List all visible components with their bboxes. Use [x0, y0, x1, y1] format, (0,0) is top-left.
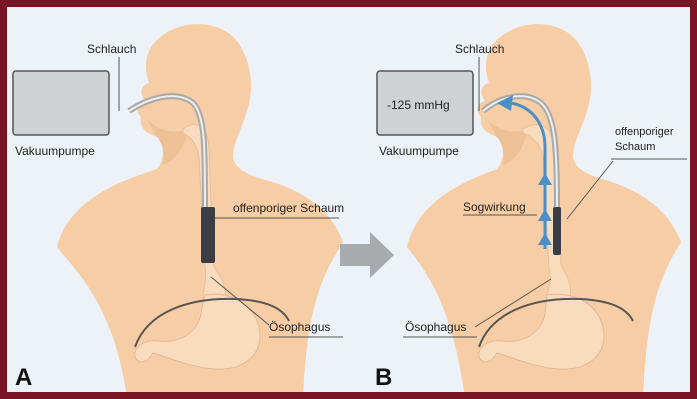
tube-label: Schlauch: [87, 42, 136, 56]
vacuum-pump: [13, 71, 109, 135]
panel-letter-a: A: [15, 364, 32, 391]
suction-label: Sogwirkung: [463, 200, 526, 214]
panel-a: Schlauch Vakuumpumpe offenporiger Schaum…: [7, 7, 347, 392]
tube-label: Schlauch: [455, 42, 504, 56]
foam-label: offenporiger Schaum: [233, 201, 344, 215]
panel-letter-b: B: [375, 364, 392, 391]
esophagus-label: Ösophagus: [405, 320, 466, 334]
esophagus-label: Ösophagus: [269, 320, 330, 334]
foam-label-line2: Schaum: [615, 141, 655, 153]
foam-sponge: [553, 207, 561, 255]
pressure-value: -125 mmHg: [387, 98, 450, 112]
foam-sponge: [201, 207, 215, 263]
foam-label-line1: offenporiger: [615, 126, 674, 138]
panel-b-illustration: -125 mmHg Schlauch Vakuumpumpe offenpori…: [347, 7, 690, 392]
panel-a-illustration: Schlauch Vakuumpumpe offenporiger Schaum…: [7, 7, 347, 392]
pump-label: Vakuumpumpe: [379, 144, 459, 158]
pump-label: Vakuumpumpe: [15, 144, 95, 158]
panel-b: -125 mmHg Schlauch Vakuumpumpe offenpori…: [347, 7, 690, 392]
